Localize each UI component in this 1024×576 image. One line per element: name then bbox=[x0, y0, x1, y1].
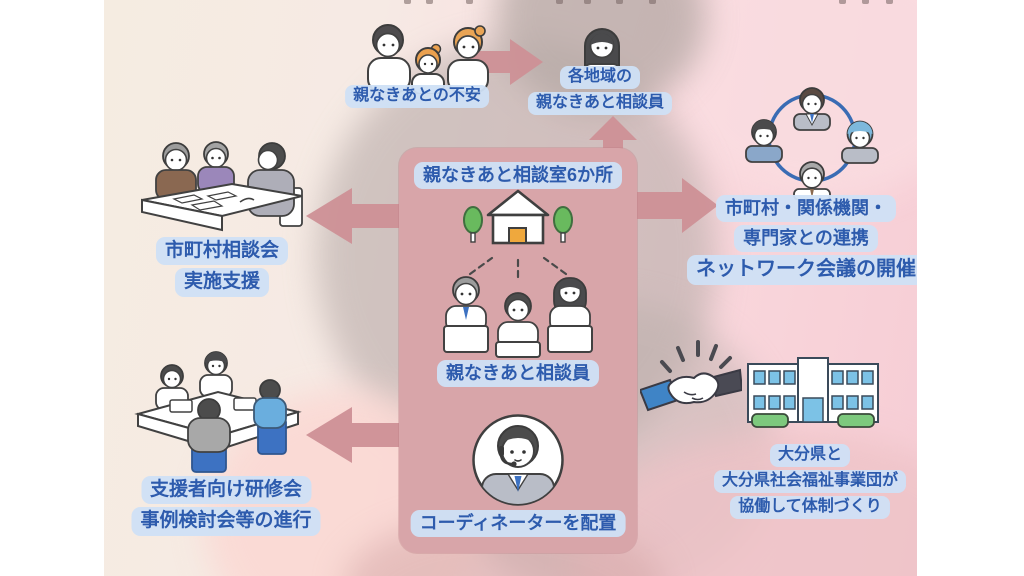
cropped-title-remnant bbox=[649, 0, 656, 4]
label-text: 事例検討会等の進行 bbox=[131, 507, 321, 536]
label-text: 親なきあと相談員 bbox=[527, 91, 673, 115]
municipal-consultation-icon bbox=[141, 141, 303, 232]
welfare-building-icon bbox=[747, 357, 879, 428]
label-text: 市町村相談会 bbox=[155, 237, 289, 266]
arrow-right-icon bbox=[636, 178, 718, 233]
network-person-left bbox=[745, 119, 783, 163]
municipal-consultation-labels: 市町村相談会 実施支援 bbox=[155, 237, 289, 297]
label-text: 支援者向け研修会 bbox=[140, 476, 312, 505]
worried-family-icon bbox=[367, 24, 489, 94]
network-person-right bbox=[841, 120, 879, 164]
label-text: 市町村・関係機関・ bbox=[716, 195, 896, 223]
consultation-room-box: 親なきあと相談室6か所 bbox=[399, 148, 637, 553]
arrow-left-icon bbox=[306, 407, 401, 463]
cropped-title-remnant bbox=[886, 0, 893, 4]
consultant-staff-icon bbox=[443, 256, 593, 358]
cropped-title-remnant bbox=[616, 0, 623, 4]
coordinator-label: コーディネーターを配置 bbox=[410, 510, 626, 538]
training-labels: 支援者向け研修会 事例検討会等の進行 bbox=[131, 476, 321, 536]
network-people-icon bbox=[745, 87, 879, 200]
label-text: 専門家との連携 bbox=[734, 225, 878, 253]
training-session-icon bbox=[134, 351, 302, 473]
label-text: 各地域の bbox=[559, 66, 641, 89]
partnership-labels: 大分県と 大分県社会福祉事業団が 協働して体制づくり bbox=[713, 444, 907, 519]
family-concern-label: 親なきあとの不安 bbox=[345, 85, 489, 108]
cropped-title-remnant bbox=[404, 0, 411, 4]
diagram-canvas: 親なきあとの不安 各地域の 親なきあと相談員 bbox=[104, 0, 917, 576]
label-text: 協働して体制づくり bbox=[730, 495, 890, 519]
cropped-title-remnant bbox=[862, 0, 869, 4]
regional-consultant-label: 各地域の 親なきあと相談員 bbox=[527, 66, 673, 115]
staff-woman bbox=[547, 277, 593, 353]
room-count-label: 親なきあと相談室6か所 bbox=[413, 162, 623, 190]
label-text: 実施支援 bbox=[174, 268, 270, 297]
label-text: 大分県社会福祉事業団が bbox=[713, 469, 907, 493]
staff-label: 親なきあと相談員 bbox=[437, 360, 599, 388]
arrow-left-icon bbox=[306, 188, 401, 244]
network-person-bottom bbox=[793, 161, 831, 200]
network-labels: 市町村・関係機関・ 専門家との連携 ネットワーク会議の開催 bbox=[687, 195, 917, 286]
cropped-title-remnant bbox=[584, 0, 591, 4]
cropped-title-remnant bbox=[839, 0, 846, 4]
arrow-right-icon bbox=[470, 39, 543, 85]
cropped-title-remnant bbox=[556, 0, 563, 4]
staff-young-man bbox=[495, 292, 541, 358]
arrow-up-icon bbox=[589, 116, 637, 162]
consultation-house-icon bbox=[463, 189, 573, 245]
label-text: 大分県と bbox=[769, 444, 851, 467]
handshake-icon bbox=[640, 340, 742, 412]
network-person-top bbox=[793, 87, 831, 131]
label-text: 親なきあとの不安 bbox=[345, 85, 489, 108]
label-text: ネットワーク会議の開催 bbox=[687, 255, 917, 286]
cropped-title-remnant bbox=[426, 0, 433, 4]
staff-senior-man bbox=[443, 276, 489, 353]
cropped-title-remnant bbox=[466, 0, 473, 4]
coordinator-avatar-icon bbox=[472, 414, 564, 506]
